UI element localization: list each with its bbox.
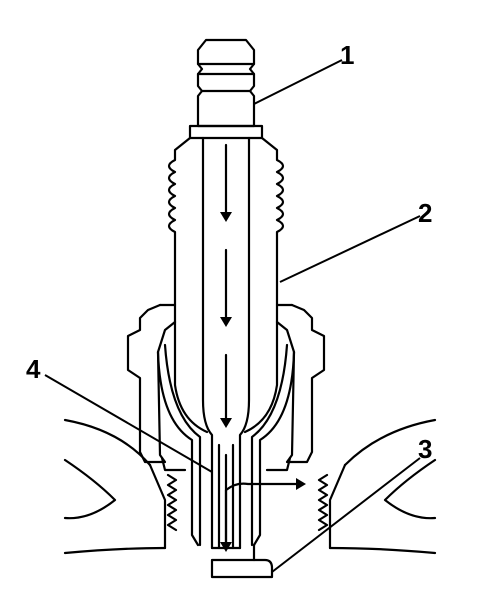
callout-1: 1 [340,40,354,70]
ground-electrode [210,543,274,579]
callout-4: 4 [26,354,41,384]
metal-shell [126,303,326,547]
leader-line-2 [279,215,421,283]
leader-line-4 [44,374,213,473]
cylinder-head [63,418,437,555]
insulator-body [167,136,285,434]
leader-line-3 [271,457,421,573]
arrowheads [220,212,306,552]
terminal-nut [188,38,264,140]
current-flow-arrows [224,143,302,547]
leader-line-1 [253,59,343,105]
callout-2: 2 [418,198,432,228]
leader-lines [44,59,421,573]
callout-3: 3 [418,434,432,464]
